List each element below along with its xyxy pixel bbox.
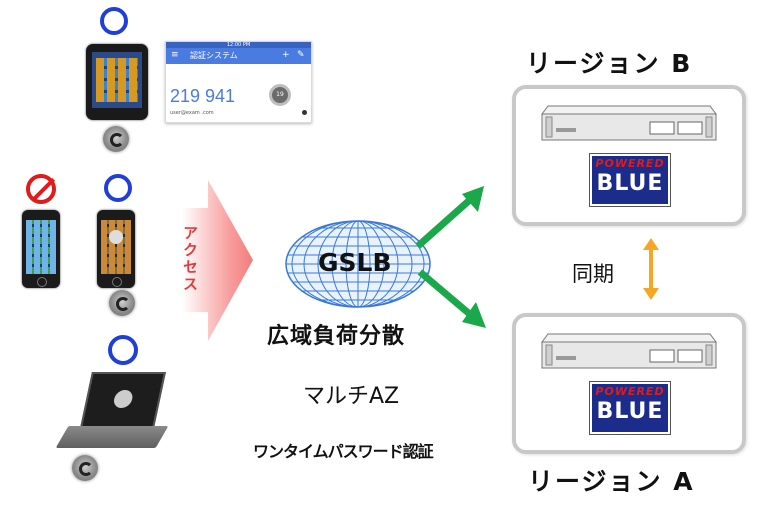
allowed-ring-icon: [100, 7, 128, 35]
gslb-label: GSLB: [318, 248, 392, 277]
server-icon: [541, 105, 717, 141]
multi-az-label: マルチAZ: [303, 384, 400, 409]
app-title: 認証システム: [190, 51, 238, 60]
globe-icon: [285, 220, 431, 308]
server-icon: [541, 333, 717, 369]
access-arrow: [182, 180, 253, 341]
allowed-ring-icon: [104, 174, 132, 202]
key-icon: [109, 290, 135, 316]
key-icon: [103, 126, 129, 152]
add-icon: +: [282, 50, 290, 60]
smartphone-denied: [22, 210, 60, 288]
edit-icon: ✎: [297, 50, 305, 60]
laptop-device: [55, 372, 170, 452]
sync-arrow: [643, 238, 659, 300]
key-icon: [72, 455, 98, 481]
region-b-label: リージョン B: [526, 49, 693, 78]
app-toolbar: ≡ 認証システム + ✎: [166, 48, 311, 64]
menu-icon: ≡: [171, 50, 179, 60]
sync-label: 同期: [572, 262, 614, 286]
region-a-label: リージョン A: [528, 467, 695, 496]
logo-main-text: BLUE: [596, 171, 664, 196]
timer-small-icon: [302, 110, 307, 115]
status-bar-time: 12:00 PM: [166, 42, 311, 48]
powered-blue-logo: POWERED BLUE: [590, 382, 670, 434]
logo-top-text: POWERED: [595, 157, 665, 170]
powered-blue-logo: POWERED BLUE: [590, 154, 670, 206]
access-label: アクセス: [181, 225, 199, 293]
green-arrows: [415, 186, 486, 328]
otp-label: ワンタイムパスワード認証: [253, 442, 434, 461]
denied-sign-icon: [26, 174, 56, 204]
region-b-box: POWERED BLUE: [512, 85, 746, 226]
smartphone-allowed: [97, 210, 135, 288]
otp-code: 219 941: [170, 86, 236, 106]
gslb-caption: 広域負荷分散: [267, 324, 406, 349]
authenticator-app-screen: 12:00 PM ≡ 認証システム + ✎ 219 941 19 user@ex…: [165, 41, 312, 123]
logo-main-text: BLUE: [596, 399, 664, 424]
tablet-device: [86, 44, 148, 120]
region-a-box: POWERED BLUE: [512, 313, 746, 454]
allowed-ring-icon: [108, 335, 138, 365]
countdown-timer-icon: 19: [269, 84, 291, 106]
logo-top-text: POWERED: [595, 385, 665, 398]
account-email: user@exam .com: [170, 110, 214, 116]
